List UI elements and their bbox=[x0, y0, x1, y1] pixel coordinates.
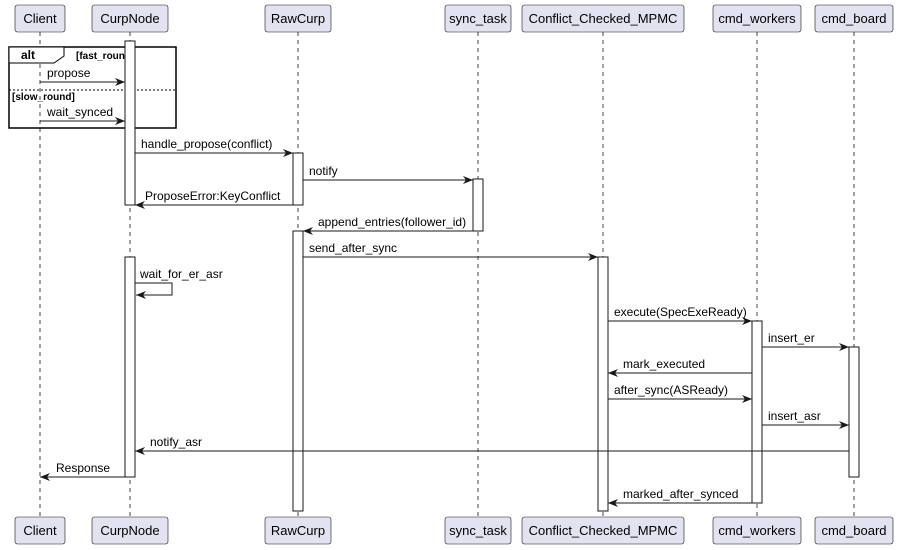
message-notify-asr: notify_asr bbox=[135, 435, 849, 455]
participant-client-top[interactable]: Client bbox=[14, 4, 66, 33]
message-label: after_sync(ASReady) bbox=[614, 383, 728, 397]
participant-label: CurpNode bbox=[100, 11, 159, 26]
activation-sync_task bbox=[472, 178, 484, 232]
message-label: propose bbox=[47, 66, 91, 80]
participant-curpnode-top[interactable]: CurpNode bbox=[91, 4, 169, 33]
alt-condition-slow-round: [slow_round] bbox=[12, 92, 75, 103]
participant-sync_task-top[interactable]: sync_task bbox=[444, 4, 512, 33]
activation-rawcurp bbox=[292, 230, 304, 512]
message-response: Response bbox=[40, 461, 125, 481]
message-label: append_entries(follower_id) bbox=[318, 215, 466, 229]
participant-label: RawCurp bbox=[271, 523, 325, 538]
participant-label: cmd_board bbox=[821, 523, 886, 538]
participant-box bbox=[521, 4, 685, 33]
message-marked-after-synced: marked_after_synced bbox=[608, 487, 752, 507]
message-label: notify bbox=[309, 164, 338, 178]
participant-box bbox=[264, 516, 332, 545]
activation-rawcurp bbox=[292, 152, 304, 206]
participants: ClientClientCurpNodeCurpNodeRawCurpRawCu… bbox=[14, 4, 894, 545]
participant-box bbox=[814, 4, 894, 33]
message-label: wait_for_er_asr bbox=[139, 267, 223, 281]
activation-cmd_board bbox=[848, 346, 860, 478]
participant-box bbox=[712, 4, 802, 33]
message-execute-specexeready-: execute(SpecExeReady) bbox=[608, 305, 752, 325]
participant-label: Conflict_Checked_MPMC bbox=[529, 523, 678, 538]
message-append-entries-follower-id-: append_entries(follower_id) bbox=[303, 215, 483, 235]
participant-cmd_board-top[interactable]: cmd_board bbox=[814, 4, 894, 33]
participant-rawcurp-top[interactable]: RawCurp bbox=[264, 4, 332, 33]
message-after-sync-asready-: after_sync(ASReady) bbox=[608, 383, 752, 403]
activation-curpnode bbox=[124, 40, 136, 206]
participant-box bbox=[814, 516, 894, 545]
alt-fragment: alt [fast_round] [slow_round] bbox=[8, 46, 177, 129]
activations bbox=[124, 40, 860, 512]
participant-sync_task-bottom[interactable]: sync_task bbox=[444, 516, 512, 545]
message-insert-er: insert_er bbox=[762, 331, 849, 351]
alt-frame bbox=[8, 46, 177, 129]
participant-cmd_workers-bottom[interactable]: cmd_workers bbox=[712, 516, 802, 545]
participant-label: cmd_workers bbox=[718, 523, 796, 538]
participant-mpmc-bottom[interactable]: Conflict_Checked_MPMC bbox=[521, 516, 685, 545]
participant-label: Conflict_Checked_MPMC bbox=[529, 11, 678, 26]
message-arrow bbox=[135, 282, 173, 299]
alt-tab bbox=[8, 46, 65, 64]
participant-label: sync_task bbox=[449, 11, 507, 26]
message-propose: propose bbox=[40, 66, 125, 86]
messages: propose wait_synced handle_propose(conflic… bbox=[40, 66, 849, 507]
message-label: mark_executed bbox=[623, 357, 705, 371]
alt-condition-fast-round: [fast_round] bbox=[76, 51, 134, 62]
message-notify: notify bbox=[303, 164, 473, 184]
participant-label: cmd_board bbox=[821, 11, 886, 26]
message-mark-executed: mark_executed bbox=[608, 357, 752, 377]
message-label: handle_propose(conflict) bbox=[141, 137, 272, 151]
message-wait-synced: wait_synced bbox=[40, 105, 125, 125]
participant-box bbox=[91, 4, 169, 33]
activation-cmd_workers bbox=[751, 320, 763, 504]
message-insert-asr: insert_asr bbox=[762, 409, 849, 429]
participant-box bbox=[712, 516, 802, 545]
message-label: ProposeError:KeyConflict bbox=[145, 189, 281, 203]
message-label: insert_er bbox=[768, 331, 815, 345]
participant-mpmc-top[interactable]: Conflict_Checked_MPMC bbox=[521, 4, 685, 33]
message-wait-for-er-asr: wait_for_er_asr bbox=[135, 267, 223, 299]
participant-label: RawCurp bbox=[271, 11, 325, 26]
participant-cmd_board-bottom[interactable]: cmd_board bbox=[814, 516, 894, 545]
alt-keyword: alt bbox=[21, 48, 35, 62]
message-send-after-sync: send_after_sync bbox=[303, 241, 598, 261]
participant-box bbox=[14, 4, 66, 33]
participant-box bbox=[14, 516, 66, 545]
participant-client-bottom[interactable]: Client bbox=[14, 516, 66, 545]
message-label: insert_asr bbox=[768, 409, 821, 423]
participant-box bbox=[264, 4, 332, 33]
participant-label: sync_task bbox=[449, 523, 507, 538]
message-label: notify_asr bbox=[150, 435, 202, 449]
message-handle-propose-conflict-: handle_propose(conflict) bbox=[135, 137, 293, 157]
participant-label: Client bbox=[23, 11, 57, 26]
message-label: marked_after_synced bbox=[623, 487, 738, 501]
participant-curpnode-bottom[interactable]: CurpNode bbox=[91, 516, 169, 545]
message-label: Response bbox=[56, 461, 110, 475]
participant-label: CurpNode bbox=[100, 523, 159, 538]
activation-curpnode bbox=[124, 256, 136, 478]
activation-mpmc bbox=[597, 256, 609, 512]
message-proposeerror-keyconflict: ProposeError:KeyConflict bbox=[135, 189, 303, 209]
message-label: send_after_sync bbox=[309, 241, 397, 255]
participant-box bbox=[91, 516, 169, 545]
participant-cmd_workers-top[interactable]: cmd_workers bbox=[712, 4, 802, 33]
participant-label: Client bbox=[23, 523, 57, 538]
participant-box bbox=[444, 4, 512, 33]
participant-box bbox=[521, 516, 685, 545]
message-label: wait_synced bbox=[46, 105, 113, 119]
participant-box bbox=[444, 516, 512, 545]
message-label: execute(SpecExeReady) bbox=[614, 305, 747, 319]
participant-label: cmd_workers bbox=[718, 11, 796, 26]
participant-rawcurp-bottom[interactable]: RawCurp bbox=[264, 516, 332, 545]
